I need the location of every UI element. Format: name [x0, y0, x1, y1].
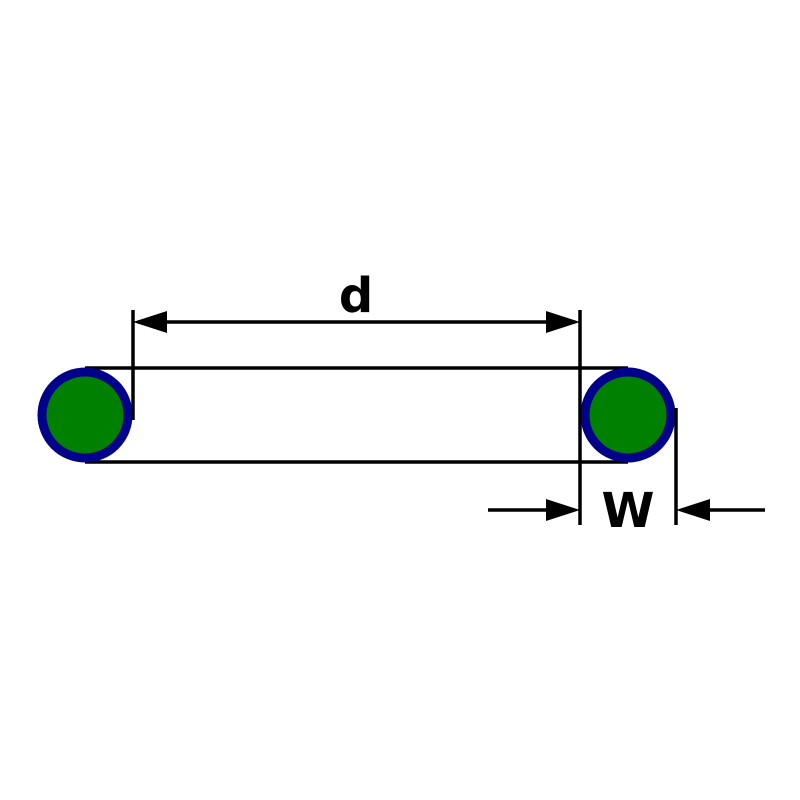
w-dimension-label: W: [602, 483, 655, 539]
w-left-arrowhead-icon: [546, 499, 580, 521]
d-right-arrowhead-icon: [546, 311, 580, 333]
left-ring-section-circle: [37, 367, 133, 463]
d-dimension-label: d: [339, 268, 373, 324]
w-right-arrowhead-icon: [676, 499, 710, 521]
right-ring-section-circle: [580, 367, 676, 463]
d-left-arrowhead-icon: [133, 311, 167, 333]
